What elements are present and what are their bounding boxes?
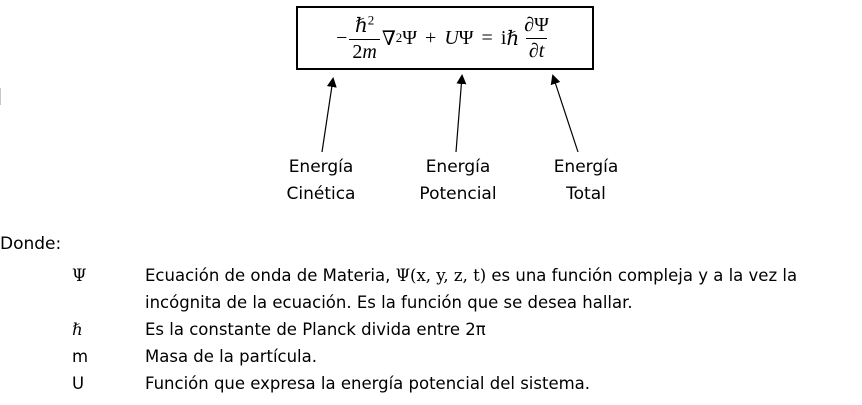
def-symbol-u: U [72, 374, 85, 393]
label-total-line2: Total [566, 184, 606, 204]
label-kinetic-line2: Cinética [286, 184, 356, 204]
definition-psi: Ψ Ecuación de onda de Materia, Ψ(x, y, z… [0, 262, 862, 316]
label-potential-line2: Potencial [419, 184, 497, 204]
definition-m: m Masa de la partícula. [0, 343, 862, 370]
arrow-total [550, 74, 579, 153]
eq-hbar: ℏ [506, 27, 520, 50]
def-m-text: Masa de la partícula. [145, 347, 318, 366]
arrow-potential [455, 74, 467, 153]
eq-frac1-den-m: m [362, 40, 377, 63]
label-potential-line1: Energía [425, 157, 491, 177]
def-psi-text-line2: incógnita de la ecuación. Es la función … [145, 293, 633, 312]
definition-hbar: ℏ Es la constante de Planck divida entre… [0, 316, 862, 343]
eq-psi-2: Ψ [458, 26, 474, 49]
eq-U: U [444, 26, 459, 49]
def-symbol-psi: Ψ [72, 266, 87, 285]
eq-plus: + [425, 26, 437, 49]
label-kinetic-line1: Energía [288, 157, 354, 177]
eq-frac1-exp: 2 [367, 11, 375, 27]
def-psi-math: Ψ(x, y, z, t) [395, 266, 487, 285]
eq-frac2-den-d: ∂ [528, 39, 539, 62]
label-total-line1: Energía [553, 157, 619, 177]
eq-psi-1: Ψ [402, 26, 418, 49]
donde-heading: Donde: [0, 234, 62, 254]
def-psi-text-pre: Ecuación de onda de Materia, [145, 266, 396, 285]
eq-fraction-dpsi-dt: ∂Ψ ∂t [521, 14, 552, 63]
eq-frac2-num: ∂Ψ [524, 13, 549, 36]
eq-i: i [500, 26, 507, 49]
eq-frac2-den-t: t [538, 39, 545, 62]
eq-minus: − [336, 26, 348, 49]
label-kinetic-energy: Energía Cinética [271, 154, 371, 208]
def-symbol-m: m [72, 347, 89, 366]
eq-fraction-hbar-2m: ℏ2 2m [349, 11, 380, 64]
label-total-energy: Energía Total [538, 154, 634, 208]
eq-nabla: ∇ [381, 27, 396, 50]
def-u-text: Función que expresa la energía potencial… [145, 374, 591, 393]
definitions-list: Ψ Ecuación de onda de Materia, Ψ(x, y, z… [0, 262, 862, 397]
eq-frac1-hbar: ℏ [354, 14, 368, 37]
def-hbar-text: Es la constante de Planck divida entre 2… [145, 320, 486, 339]
eq-equals: = [481, 26, 493, 49]
label-potential-energy: Energía Potencial [404, 154, 512, 208]
def-psi-text-post: es una función compleja y a la vez la [486, 266, 798, 285]
arrow-kinetic [321, 77, 337, 153]
definition-u: U Función que expresa la energía potenci… [0, 370, 862, 397]
def-symbol-hbar: ℏ [72, 320, 83, 339]
text-cursor [0, 88, 1, 105]
eq-frac1-den-coef: 2 [352, 40, 363, 63]
